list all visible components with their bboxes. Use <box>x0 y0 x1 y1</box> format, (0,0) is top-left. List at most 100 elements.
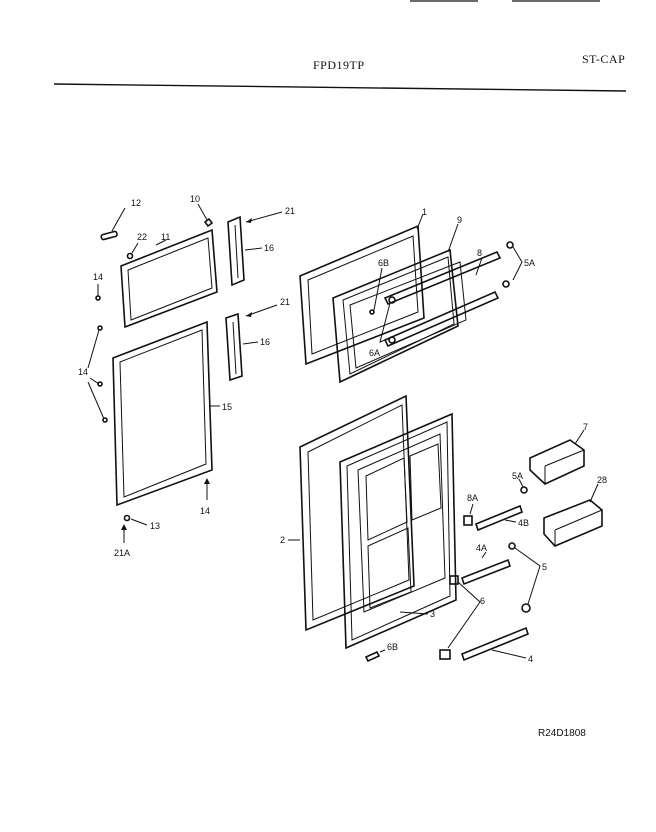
part-8-shelf-bar <box>383 250 502 348</box>
leader-line <box>447 581 481 649</box>
callout-21-mid: 21 <box>280 297 290 307</box>
leader-line <box>512 246 523 281</box>
part-4B-shelf-bar <box>475 504 523 532</box>
part-6A-clip <box>388 336 396 344</box>
callout-8: 8 <box>477 248 482 258</box>
callout-13: 13 <box>150 521 160 531</box>
callout-4A: 4A <box>476 543 487 553</box>
part-12-clip <box>100 230 118 241</box>
part-28-door-bin <box>543 499 603 547</box>
part-6B-screw <box>364 650 381 663</box>
part-16-hinge-cover-bottom <box>225 312 243 382</box>
leader-line <box>373 267 383 311</box>
part-13-plug <box>123 514 131 522</box>
callout-3: 3 <box>430 609 435 619</box>
part-6-end-cap <box>449 575 459 585</box>
callout-2: 2 <box>280 535 285 545</box>
part-11-freezer-gasket <box>120 228 218 329</box>
leader-line <box>481 551 487 559</box>
callout-4: 4 <box>528 654 533 664</box>
callout-22: 22 <box>137 232 147 242</box>
callout-16-bottom: 16 <box>260 337 270 347</box>
arrow-icon <box>246 312 252 317</box>
callout-15: 15 <box>222 402 232 412</box>
part-4A-shelf-bar <box>461 558 511 586</box>
drawing-reference: R24D1808 <box>538 728 586 739</box>
part-14-screw <box>97 381 103 387</box>
callout-14-top: 14 <box>93 272 103 282</box>
model-number: FPD19TP <box>313 58 365 72</box>
leader-line <box>242 341 259 345</box>
part-15-fresh-food-gasket <box>112 320 213 507</box>
leader-line <box>447 223 459 253</box>
leader-line <box>379 302 391 343</box>
part-14-screw <box>97 325 103 331</box>
arrow-icon <box>121 524 127 530</box>
part-10-screw <box>203 217 214 228</box>
part-2-fresh-food-gasket <box>299 394 415 632</box>
callout-5: 5 <box>542 562 547 572</box>
leader-line <box>574 429 585 445</box>
callout-4B: 4B <box>518 518 529 528</box>
part-14-screw <box>102 417 108 423</box>
leader-line <box>130 518 148 526</box>
part-5A-cap <box>506 241 514 249</box>
part-5-cap <box>521 603 531 613</box>
part-16-hinge-cover-top <box>227 215 245 287</box>
leader-line <box>491 649 527 659</box>
callout-12: 12 <box>131 198 141 208</box>
leader-line <box>518 478 524 488</box>
callout-14-mid: 14 <box>78 367 88 377</box>
leader-line <box>197 203 208 221</box>
callout-9: 9 <box>457 215 462 225</box>
callout-6A: 6A <box>369 348 380 358</box>
leader-line <box>89 377 100 385</box>
callout-6B-top: 6B <box>378 258 389 268</box>
callout-7: 7 <box>583 422 588 432</box>
leader-line <box>475 257 483 276</box>
leader-line <box>111 207 126 232</box>
callout-10: 10 <box>190 194 200 204</box>
callout-21-top: 21 <box>285 206 295 216</box>
leader-line <box>589 483 599 503</box>
part-9-freezer-door-liner <box>332 248 467 384</box>
callout-14-bottom: 14 <box>200 506 210 516</box>
leader-line <box>87 329 100 369</box>
diagram-code: ST-CAP <box>582 52 626 66</box>
leader-line <box>399 611 429 615</box>
header-rule <box>53 83 627 92</box>
callout-16-top: 16 <box>264 243 274 253</box>
leader-line <box>131 242 139 254</box>
callout-5A-top: 5A <box>524 258 535 268</box>
arrow-icon <box>246 218 252 223</box>
part-22-plug <box>126 252 134 260</box>
part-6-end-cap <box>439 649 451 660</box>
callout-11: 11 <box>161 232 170 242</box>
leader-line <box>379 649 386 653</box>
part-4-shelf-bar <box>461 626 529 662</box>
leader-line <box>87 381 105 420</box>
part-5A-cap <box>520 486 528 494</box>
leader-line <box>504 519 517 523</box>
leader-line <box>469 503 474 515</box>
part-6B-screw <box>369 309 375 315</box>
part-3-fresh-food-door-liner <box>339 412 457 650</box>
leader-line <box>416 213 424 230</box>
callout-21A: 21A <box>114 548 130 558</box>
part-1-freezer-gasket <box>299 224 425 366</box>
callout-28: 28 <box>597 475 607 485</box>
callout-6B-bottom: 6B <box>387 642 398 652</box>
part-6A-clip <box>388 296 396 304</box>
arrow-icon <box>204 478 210 484</box>
callout-8A: 8A <box>467 493 478 503</box>
callout-6: 6 <box>480 596 485 606</box>
callout-5A-mid: 5A <box>512 471 523 481</box>
leader-line <box>155 239 167 246</box>
part-7-dairy-door <box>529 439 585 485</box>
leader-line <box>244 247 263 251</box>
leader-line <box>245 211 283 223</box>
part-14-screw <box>95 295 101 301</box>
part-5A-cap <box>502 280 510 288</box>
part-5-cap <box>508 542 516 550</box>
